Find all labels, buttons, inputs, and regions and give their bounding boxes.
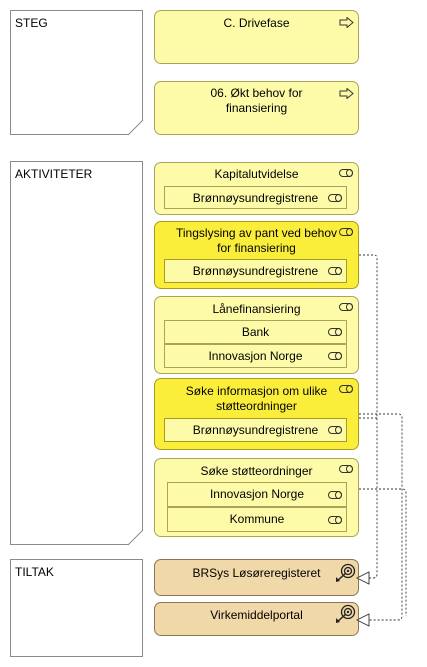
role-icon <box>328 491 342 499</box>
activity-soke-informasjon[interactable]: Søke informasjon om ulike støtteordninge… <box>154 378 359 450</box>
lane-tiltak-label: TILTAK <box>15 565 54 579</box>
steg-node-label: 06. Økt behov for finansiering <box>210 86 303 115</box>
connector-tingslysing-brsys <box>359 254 378 579</box>
actor-innovasjon-norge[interactable]: Innovasjon Norge <box>164 344 347 368</box>
actor-innovasjon-norge[interactable]: Innovasjon Norge <box>167 482 347 507</box>
actor-label: Innovasjon Norge <box>208 349 303 363</box>
role-icon <box>339 169 353 177</box>
role-icon <box>328 328 342 336</box>
actor-bronnoysundregistrene[interactable]: Brønnøysundregistrene <box>164 186 347 209</box>
tiltak-brsys-losoreregisteret[interactable]: BRSys Løsøreregisteret <box>154 559 359 596</box>
lane-tiltak: TILTAK <box>10 559 143 657</box>
lane-steg: STEG <box>10 10 143 135</box>
activity-title: Kapitalutvidelse <box>214 167 299 181</box>
steg-node-drivefase[interactable]: C. Drivefase <box>154 10 359 64</box>
connector-stotte-virkemiddel <box>359 488 407 616</box>
tiltak-virkemiddelportal[interactable]: Virkemiddelportal <box>154 602 359 636</box>
activity-title: Tingslysing av pant ved behov for finans… <box>176 226 337 255</box>
event-arrow-icon <box>339 88 354 99</box>
target-icon <box>336 604 356 623</box>
actor-label: Brønnøysundregistrene <box>192 264 319 278</box>
actor-label: Kommune <box>229 512 285 526</box>
actor-label: Brønnøysundregistrene <box>192 423 319 437</box>
activity-title: Søke informasjon om ulike støtteordninge… <box>185 384 328 413</box>
role-icon <box>328 426 342 434</box>
activity-soke-stotteordninger[interactable]: Søke støtteordninger Innovasjon Norge Ko… <box>154 458 359 537</box>
connector-sokeinfo-brsys <box>359 413 403 621</box>
steg-node-okt-behov[interactable]: 06. Økt behov for finansiering <box>154 81 359 135</box>
lane-aktiviteter: AKTIVITETER <box>10 161 143 545</box>
role-icon <box>328 267 342 275</box>
actor-bank[interactable]: Bank <box>164 320 347 344</box>
target-icon <box>336 563 356 582</box>
activity-tingslysing[interactable]: Tingslysing av pant ved behov for finans… <box>154 221 359 289</box>
role-icon <box>339 303 353 311</box>
steg-node-label: C. Drivefase <box>223 16 290 30</box>
actor-label: Innovasjon Norge <box>209 487 305 501</box>
lane-aktiviteter-label: AKTIVITETER <box>15 167 93 181</box>
actor-label: Brønnøysundregistrene <box>192 191 319 205</box>
role-icon <box>328 194 342 202</box>
role-icon <box>328 352 342 360</box>
role-icon <box>339 228 353 236</box>
activity-title: Lånefinansiering <box>212 302 301 316</box>
activity-title: Søke støtteordninger <box>200 464 313 478</box>
tiltak-label: BRSys Løsøreregisteret <box>192 566 321 580</box>
event-arrow-icon <box>339 17 354 28</box>
role-icon <box>328 516 342 524</box>
tiltak-label: Virkemiddelportal <box>210 608 303 622</box>
actor-label: Bank <box>241 325 270 339</box>
actor-bronnoysundregistrene[interactable]: Brønnøysundregistrene <box>164 259 347 283</box>
activity-kapitalutvidelse[interactable]: Kapitalutvidelse Brønnøysundregistrene <box>154 162 359 215</box>
role-icon <box>339 385 353 393</box>
actor-kommune[interactable]: Kommune <box>167 507 347 532</box>
lane-steg-label: STEG <box>15 16 48 30</box>
activity-lanefinansiering[interactable]: Lånefinansiering Bank Innovasjon Norge <box>154 296 359 374</box>
actor-bronnoysundregistrene[interactable]: Brønnøysundregistrene <box>164 418 347 442</box>
role-icon <box>339 465 353 473</box>
